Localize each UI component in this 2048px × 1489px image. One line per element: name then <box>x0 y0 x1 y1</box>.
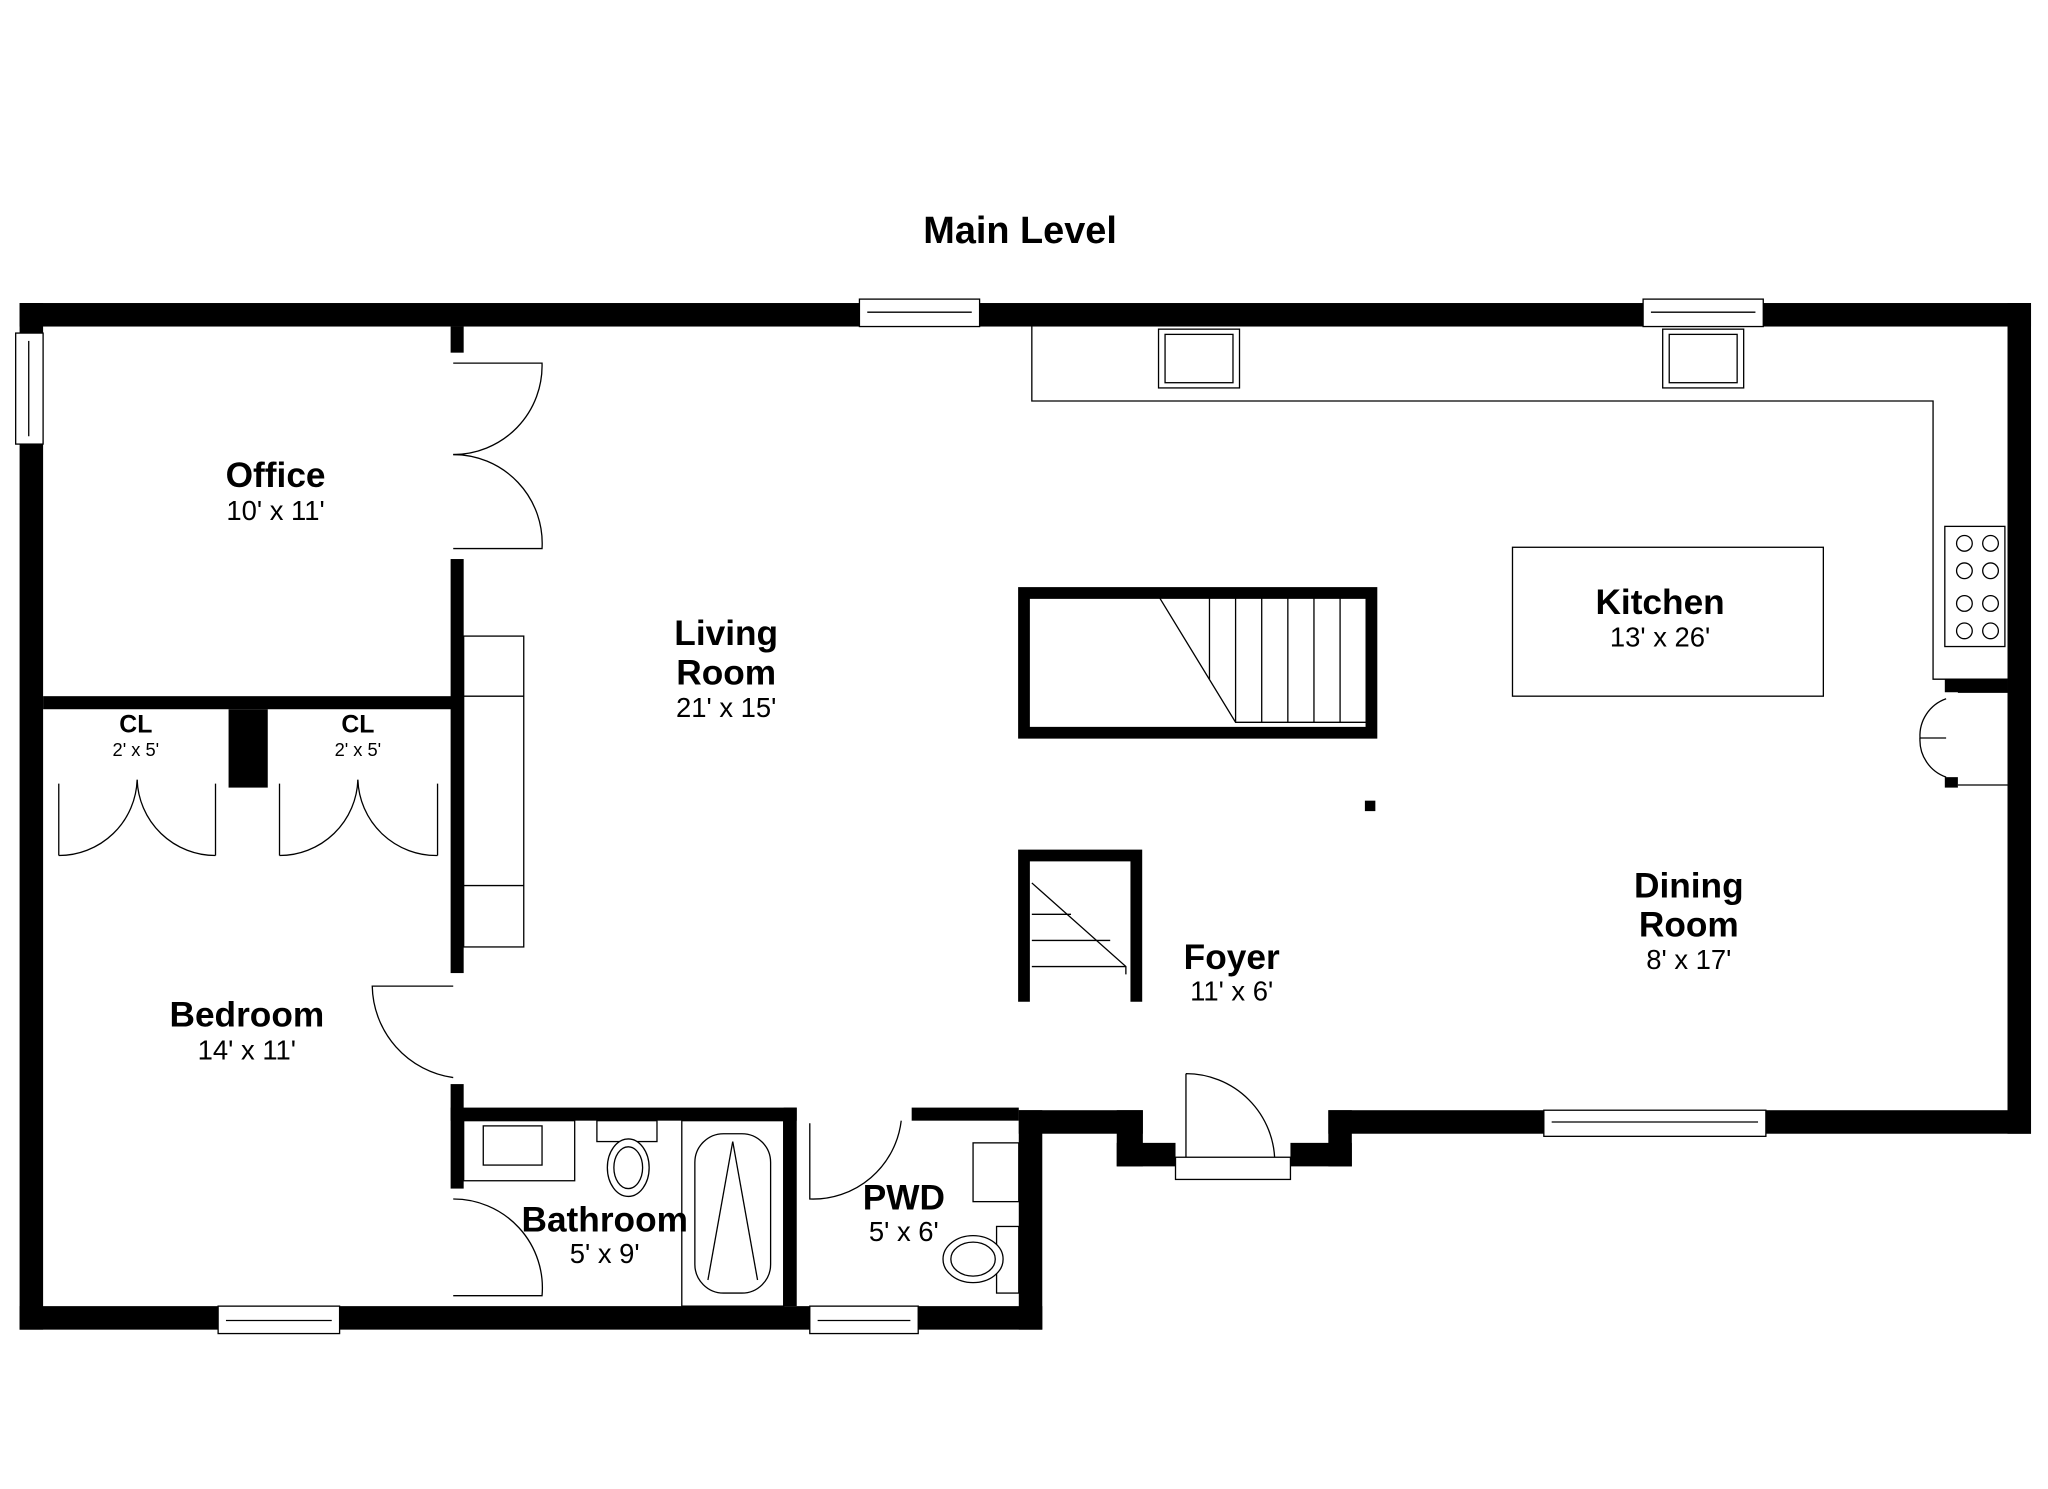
svg-text:CL: CL <box>119 712 152 739</box>
svg-text:2' x 5': 2' x 5' <box>335 739 382 760</box>
svg-text:5' x 9': 5' x 9' <box>570 1238 640 1269</box>
windows <box>15 298 1767 1335</box>
room-kitchen: Kitchen 13' x 26' <box>1595 583 1724 653</box>
room-dining-room: Dining Room 8' x 17' <box>1634 866 1744 975</box>
fireplace-hearth <box>463 635 525 948</box>
room-bedroom: Bedroom 14' x 11' <box>169 996 324 1066</box>
svg-text:Dining: Dining <box>1634 866 1744 905</box>
svg-text:Room: Room <box>676 653 776 692</box>
room-closet-1: CL 2' x 5' <box>113 712 160 761</box>
svg-text:Room: Room <box>1639 906 1739 945</box>
stove-icon <box>1944 525 2006 648</box>
svg-text:CL: CL <box>341 712 374 739</box>
bathroom-fixtures <box>463 1120 1020 1307</box>
room-bathroom: Bathroom 5' x 9' <box>522 1201 688 1269</box>
room-foyer: Foyer 11' x 6' <box>1184 938 1280 1006</box>
svg-text:13' x 26': 13' x 26' <box>1610 622 1710 653</box>
room-closet-2: CL 2' x 5' <box>335 712 382 761</box>
svg-text:8' x 17': 8' x 17' <box>1646 944 1731 975</box>
svg-text:Office: Office <box>226 456 326 495</box>
room-office: Office 10' x 11' <box>226 456 326 526</box>
sink-icon <box>482 1125 543 1166</box>
svg-text:14' x 11': 14' x 11' <box>198 1034 296 1065</box>
svg-text:PWD: PWD <box>863 1178 945 1217</box>
column <box>1364 800 1376 812</box>
staircase <box>1018 587 1378 1002</box>
plan-title: Main Level <box>923 210 1117 252</box>
sink-icon <box>972 1142 1020 1203</box>
svg-text:Kitchen: Kitchen <box>1595 583 1724 622</box>
doors <box>58 362 2008 1297</box>
svg-text:5' x 6': 5' x 6' <box>869 1216 939 1247</box>
svg-text:10' x 11': 10' x 11' <box>226 495 324 526</box>
room-pwd: PWD 5' x 6' <box>863 1178 945 1246</box>
kitchen-island <box>1511 546 1824 697</box>
svg-text:Bathroom: Bathroom <box>522 1201 688 1240</box>
svg-text:Living: Living <box>674 614 778 653</box>
svg-text:Bedroom: Bedroom <box>169 996 324 1035</box>
svg-text:Foyer: Foyer <box>1184 938 1280 977</box>
svg-text:21' x 15': 21' x 15' <box>676 692 776 723</box>
svg-text:11' x 6': 11' x 6' <box>1190 975 1273 1006</box>
room-living-room: Living Room 21' x 15' <box>674 614 778 723</box>
kitchen-counter <box>463 326 2008 948</box>
svg-text:2' x 5': 2' x 5' <box>113 739 160 760</box>
